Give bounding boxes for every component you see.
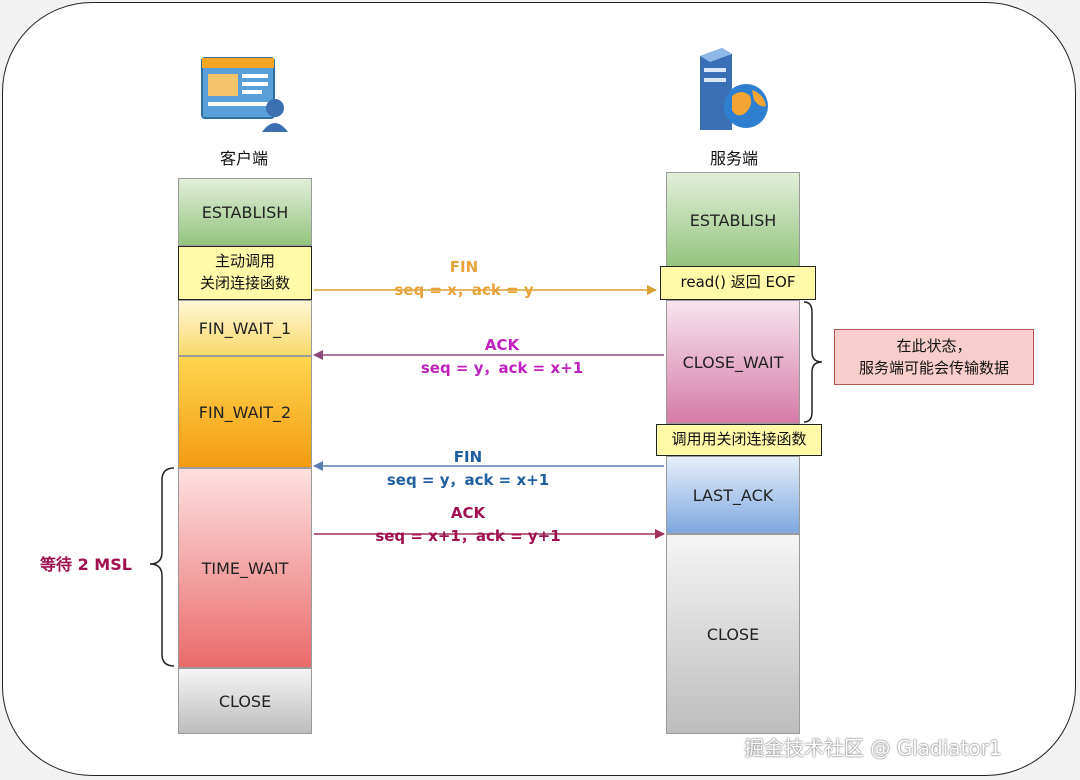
watermark: 掘金技术社区 @ Gladiator1 xyxy=(744,736,1002,760)
client-state-establish: ESTABLISH xyxy=(178,178,312,246)
client-state-fin-wait-2: FIN_WAIT_2 xyxy=(178,356,312,468)
close-wait-brace xyxy=(803,301,823,423)
close-wait-callout: 在此状态， 服务端可能会传输数据 xyxy=(834,329,1034,385)
message-fin-1: FIN seq = x，ack = y xyxy=(374,256,554,301)
server-call-close-note: 调用用关闭连接函数 xyxy=(656,424,822,456)
message-fin-2-detail: seq = y，ack = x+1 xyxy=(386,470,550,489)
message-fin-1-name: FIN xyxy=(449,258,479,276)
callout-line-2: 服务端可能会传输数据 xyxy=(858,359,1009,377)
server-read-eof-note: read() 返回 EOF xyxy=(660,266,816,300)
message-ack-1-detail: seq = y，ack = x+1 xyxy=(420,358,584,377)
callout-line-1: 在此状态， xyxy=(896,336,972,355)
client-state-close: CLOSE xyxy=(178,668,312,734)
client-computer-icon xyxy=(201,57,288,132)
message-ack-2: ACK seq = x+1，ack = y+1 xyxy=(354,502,582,547)
time-wait-brace xyxy=(149,467,175,667)
server-label: 服务端 xyxy=(709,149,758,168)
server-state-last-ack: LAST_ACK xyxy=(666,456,800,534)
message-fin-2-name: FIN xyxy=(453,448,483,466)
message-ack-1-name: ACK xyxy=(484,336,520,354)
message-fin-2: FIN seq = y，ack = x+1 xyxy=(364,446,572,491)
server-icon xyxy=(700,48,768,130)
server-state-establish: ESTABLISH xyxy=(666,172,800,268)
client-note-line-1: 主动调用 xyxy=(214,252,275,271)
message-ack-1: ACK seq = y，ack = x+1 xyxy=(398,334,606,379)
client-call-close-note: 主动调用 关闭连接函数 xyxy=(178,246,312,300)
client-note-line-2: 关闭连接函数 xyxy=(199,274,290,292)
message-ack-2-name: ACK xyxy=(450,504,486,522)
client-state-time-wait: TIME_WAIT xyxy=(178,468,312,668)
client-label: 客户端 xyxy=(219,149,268,168)
wait-2msl-label: 等待 2 MSL xyxy=(40,555,132,574)
server-state-close: CLOSE xyxy=(666,534,800,734)
client-state-fin-wait-1: FIN_WAIT_1 xyxy=(178,300,312,356)
message-ack-2-detail: seq = x+1，ack = y+1 xyxy=(375,526,561,545)
message-fin-1-detail: seq = x，ack = y xyxy=(394,280,534,299)
server-state-close-wait: CLOSE_WAIT xyxy=(666,300,800,424)
